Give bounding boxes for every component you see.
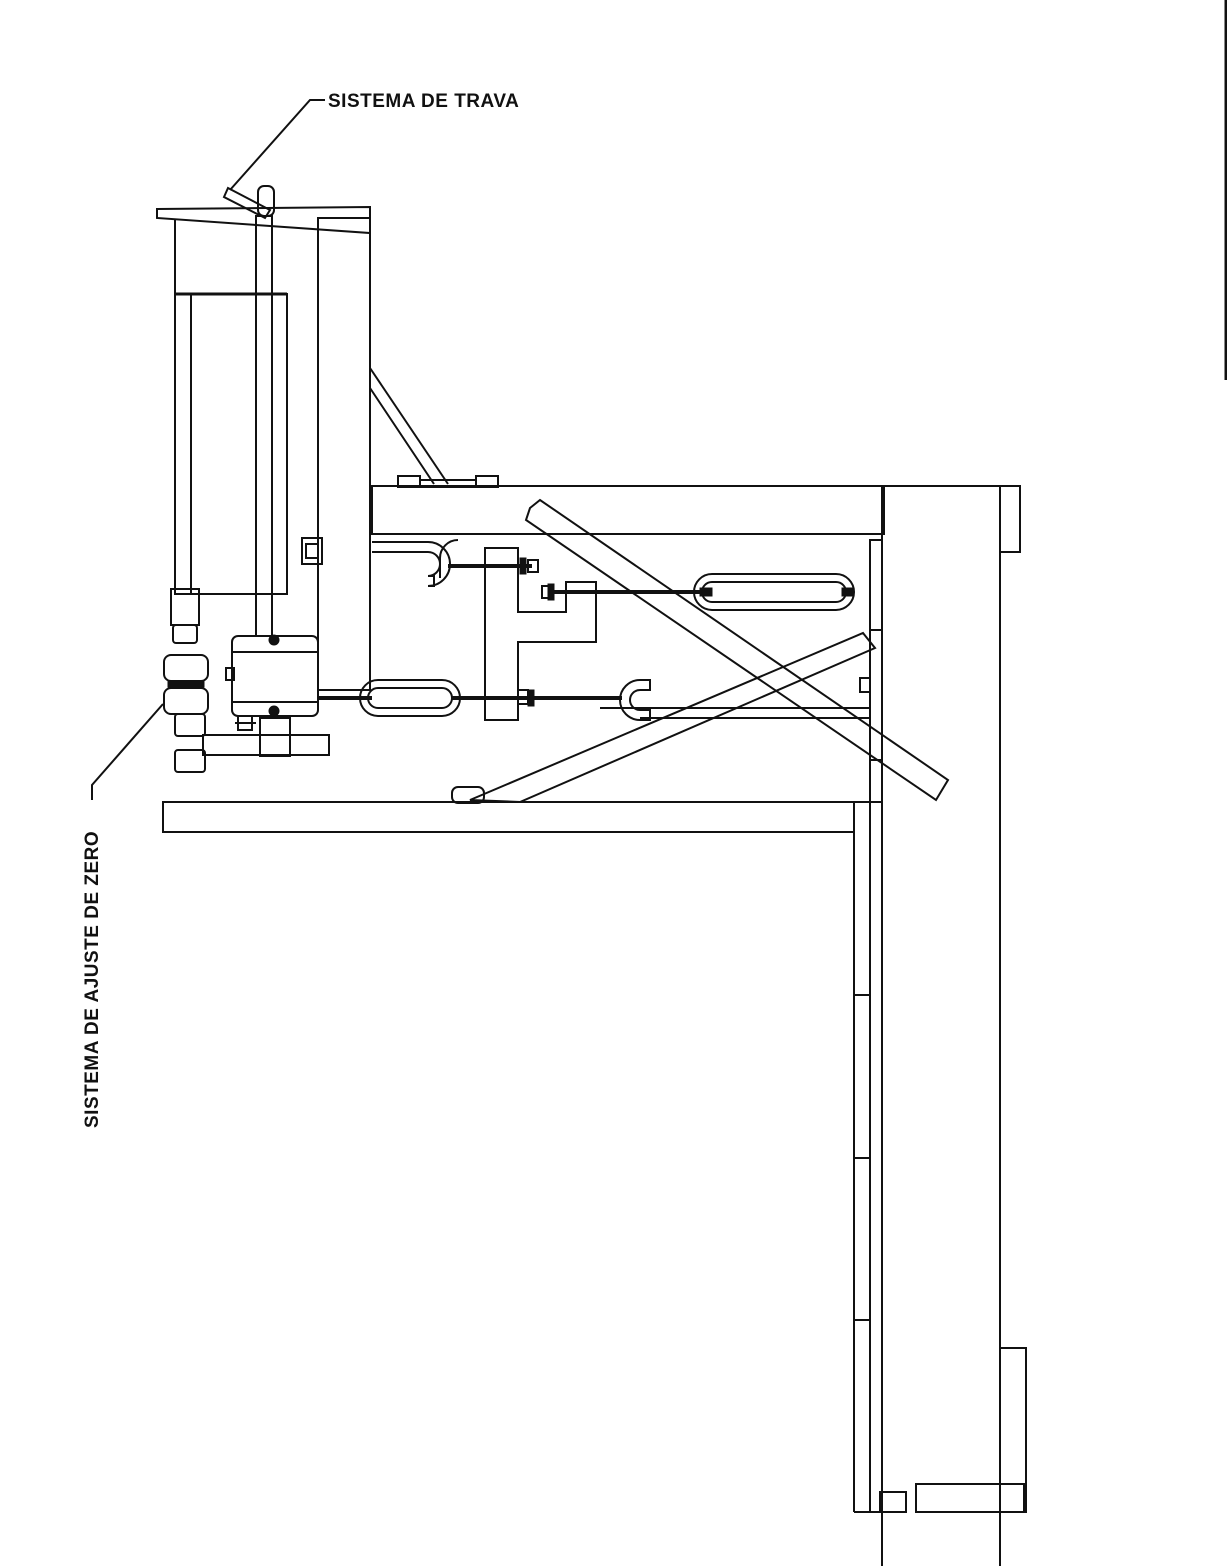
main-frame: [371, 475, 885, 535]
trava-callout: SISTEMA DE TRAVA: [229, 91, 519, 191]
trava-label: SISTEMA DE TRAVA: [328, 91, 519, 112]
base-beam: [162, 801, 882, 833]
top-lever-assembly: [156, 185, 371, 235]
lower-frame-bar: [600, 677, 871, 719]
zero-adjust-stack: [163, 588, 330, 773]
column-brace: [369, 367, 449, 485]
ajuste-zero-label: SISTEMA DE AJUSTE DE ZERO: [82, 831, 103, 1128]
inner-strip: [853, 539, 883, 1513]
central-t-plate: [484, 547, 597, 721]
lower-diagonal-brace: [451, 629, 882, 804]
load-cell: [225, 634, 319, 731]
upper-links: [372, 539, 855, 611]
vertical-column: [174, 215, 371, 691]
ajuste-zero-callout: SISTEMA DE AJUSTE DE ZERO: [82, 703, 164, 1128]
lower-links: [318, 679, 651, 721]
large-diagonal-brace: [524, 498, 950, 802]
right-post: [879, 485, 1027, 1566]
